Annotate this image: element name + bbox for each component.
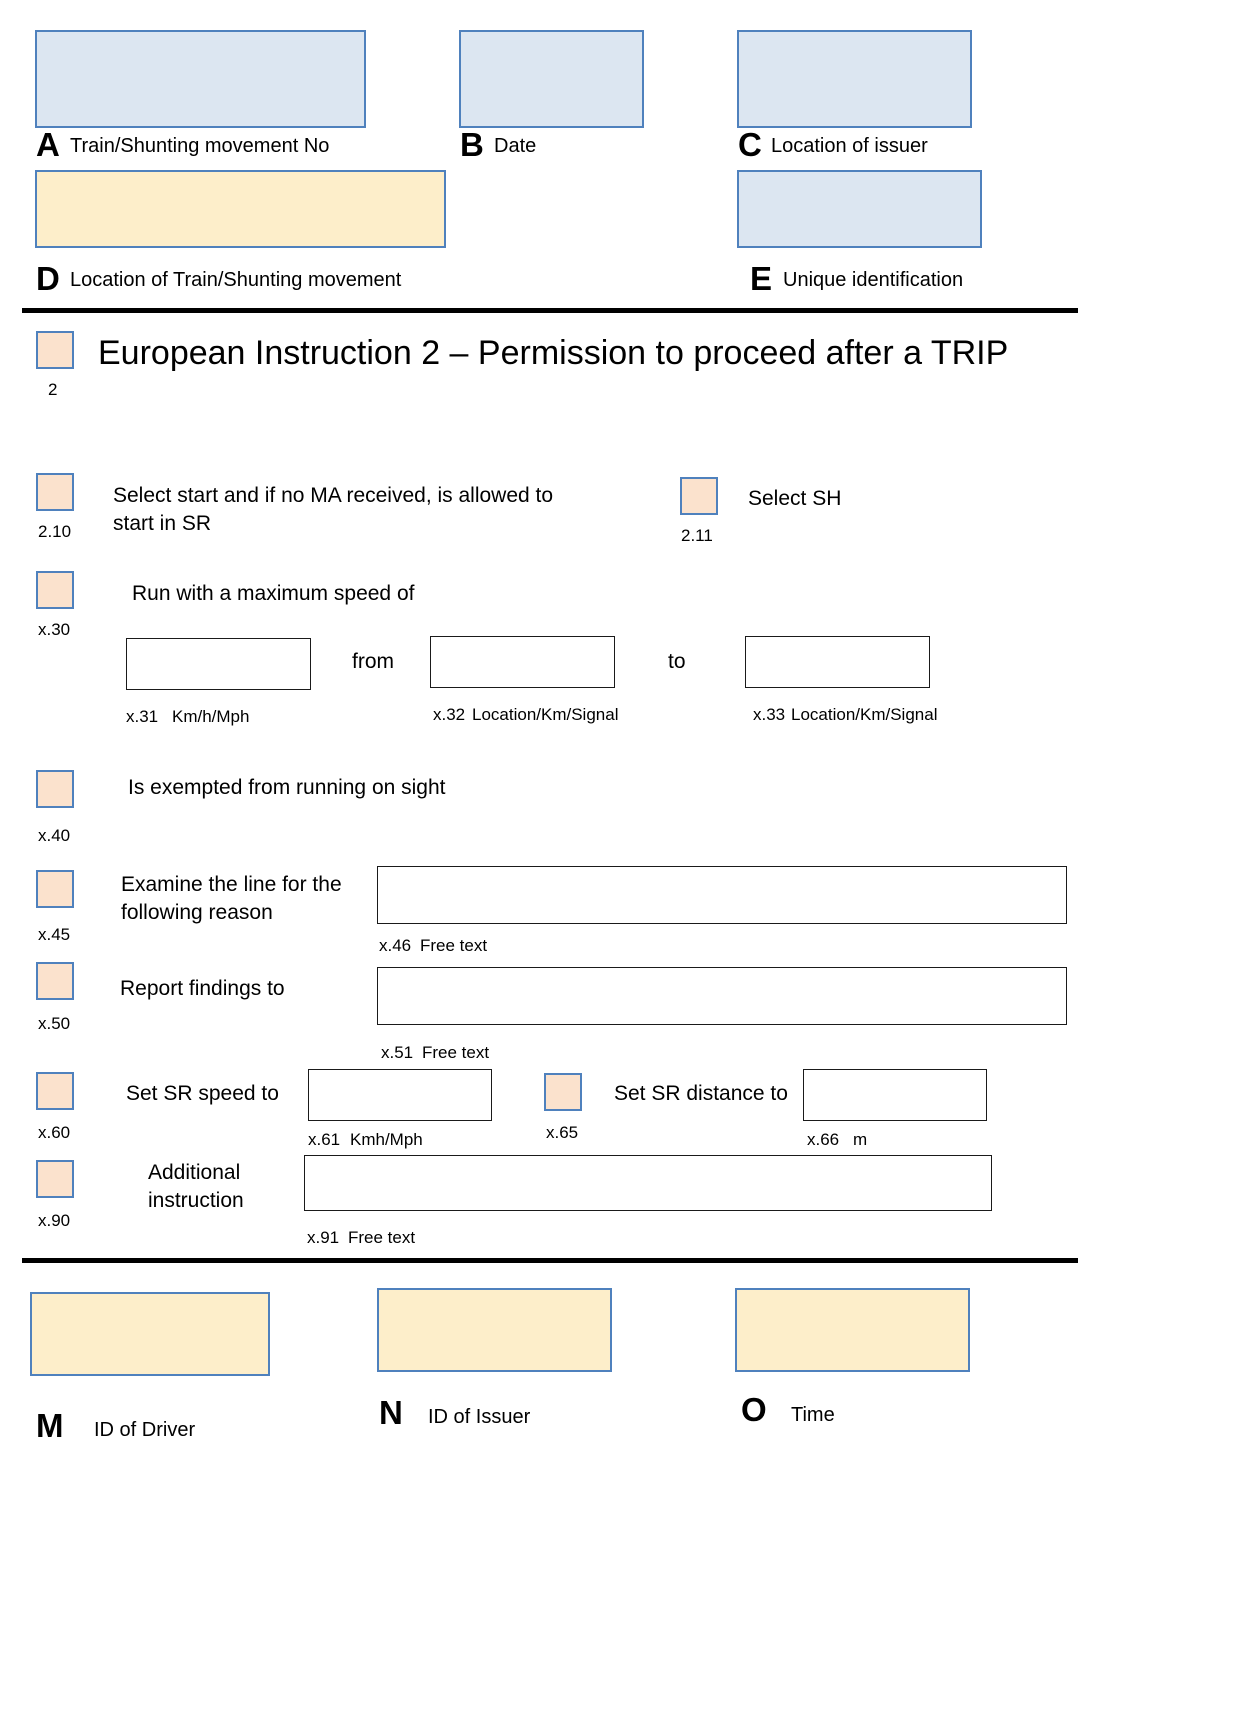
section-sh-code: 2.11 [681,526,713,545]
report-findings-code: x.51 [381,1043,414,1062]
field-e-label: Unique identification [783,269,964,291]
section-start-checkbox[interactable] [36,473,74,511]
sr-speed-input[interactable] [308,1069,492,1121]
section-start-text: Select start and if no MA received, is a… [113,484,554,535]
speed-from-unit: Location/Km/Signal [472,705,619,724]
page-title: European Instruction 2 – Permission to p… [98,334,1009,372]
field-b-input[interactable] [459,30,644,128]
divider-bottom [22,1258,1078,1263]
field-m-label: ID of Driver [94,1419,196,1441]
field-c-letter: C [738,126,762,163]
field-e-input[interactable] [737,170,982,248]
title-checkbox-code: 2 [48,380,58,399]
field-d-label: Location of Train/Shunting movement [70,269,402,291]
field-n-label: ID of Issuer [428,1406,531,1428]
section-additional-checkbox[interactable] [36,1160,74,1198]
section-sr-distance-checkbox[interactable] [544,1073,582,1111]
report-findings-input[interactable] [377,967,1067,1025]
section-examine-code: x.45 [38,925,71,944]
sr-distance-unit: m [853,1130,868,1149]
additional-instruction-input[interactable] [304,1155,992,1211]
field-a-label: Train/Shunting movement No [70,135,330,157]
field-c-input[interactable] [737,30,972,128]
examine-reason-unit: Free text [420,936,488,955]
section-sr-distance-text: Set SR distance to [614,1082,788,1105]
section-examine-checkbox[interactable] [36,870,74,908]
section-sh-text: Select SH [748,487,842,510]
field-d-input[interactable] [35,170,446,248]
additional-instruction-unit: Free text [348,1228,416,1247]
sr-speed-code: x.61 [308,1130,341,1149]
speed-from-code: x.32 [433,705,466,724]
section-speed-checkbox[interactable] [36,571,74,609]
section-report-checkbox[interactable] [36,962,74,1000]
speed-from-connector: from [352,650,394,673]
field-c-label: Location of issuer [771,135,928,157]
divider-top [22,308,1078,313]
field-o-input[interactable] [735,1288,970,1372]
section-report-text: Report findings to [120,977,285,1000]
section-exempt-checkbox[interactable] [36,770,74,808]
section-sr-speed-checkbox[interactable] [36,1072,74,1110]
speed-from-input[interactable] [430,636,615,688]
speed-to-connector: to [668,650,686,673]
field-b-letter: B [460,126,484,163]
section-speed-text: Run with a maximum speed of [132,582,415,605]
section-additional-code: x.90 [38,1211,71,1230]
section-report-code: x.50 [38,1014,71,1033]
section-speed-code: x.30 [38,620,71,639]
sr-speed-unit: Kmh/Mph [350,1130,423,1149]
section-exempt-text: Is exempted from running on sight [128,776,446,799]
section-examine-text: Examine the line for the following reaso… [121,873,342,924]
speed-value-input[interactable] [126,638,311,690]
field-o-letter: O [741,1391,767,1428]
examine-reason-input[interactable] [377,866,1067,924]
section-sr-distance-code: x.65 [546,1123,579,1142]
additional-instruction-code: x.91 [307,1228,340,1247]
field-n-letter: N [379,1394,403,1431]
section-additional-text: Additional instruction [148,1161,244,1212]
speed-to-input[interactable] [745,636,930,688]
examine-reason-code: x.46 [379,936,412,955]
section-sr-speed-text: Set SR speed to [126,1082,279,1105]
field-m-input[interactable] [30,1292,270,1376]
speed-to-code: x.33 [753,705,786,724]
field-b-label: Date [494,135,537,157]
section-start-code: 2.10 [38,522,72,541]
sr-distance-input[interactable] [803,1069,987,1121]
section-exempt-code: x.40 [38,826,71,845]
speed-value-unit: Km/h/Mph [172,707,250,726]
field-a-letter: A [36,126,60,163]
field-o-label: Time [791,1404,835,1426]
speed-value-code: x.31 [126,707,159,726]
field-d-letter: D [36,260,60,297]
speed-to-unit: Location/Km/Signal [791,705,938,724]
field-a-input[interactable] [35,30,366,128]
section-sh-checkbox[interactable] [680,477,718,515]
section-sr-speed-code: x.60 [38,1123,71,1142]
title-checkbox[interactable] [36,331,74,369]
field-n-input[interactable] [377,1288,612,1372]
report-findings-unit: Free text [422,1043,490,1062]
sr-distance-code: x.66 [807,1130,840,1149]
field-e-letter: E [750,260,772,297]
field-m-letter: M [36,1407,64,1444]
